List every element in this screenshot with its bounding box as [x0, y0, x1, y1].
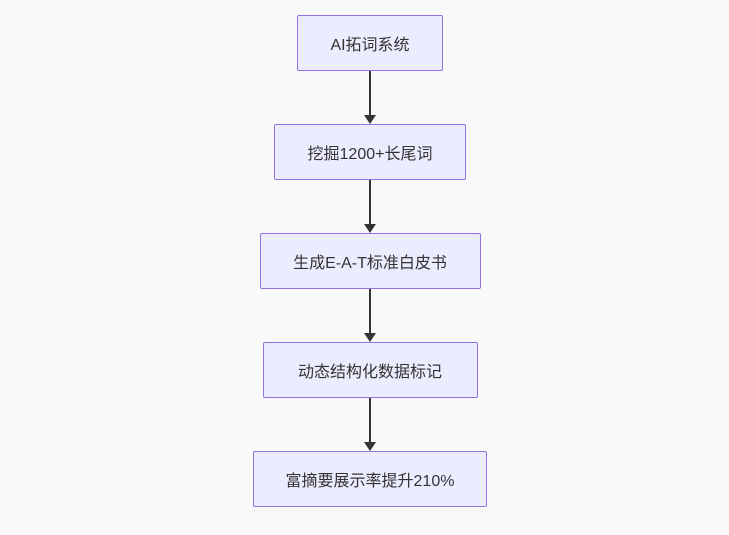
- arrow-down-icon: [364, 442, 376, 451]
- flow-node-structured-data-markup: 动态结构化数据标记: [262, 342, 478, 398]
- arrow-line: [369, 398, 371, 443]
- flow-node-longtail-mining: 挖掘1200+长尾词: [274, 124, 466, 180]
- arrow-line: [369, 289, 371, 334]
- flow-node-eat-whitepaper: 生成E-A-T标准白皮书: [259, 233, 481, 289]
- flow-node-rich-snippet-rate: 富摘要展示率提升210%: [253, 451, 487, 507]
- flow-arrow-2: [363, 180, 377, 233]
- flow-node-label: AI拓词系统: [330, 37, 410, 54]
- flow-arrow-3: [363, 289, 377, 342]
- arrow-line: [369, 71, 371, 116]
- flow-arrow-4: [363, 398, 377, 451]
- arrow-down-icon: [364, 224, 376, 233]
- flowchart: AI拓词系统 挖掘1200+长尾词 生成E-A-T标准白皮书 动态结构化数据标记…: [253, 15, 487, 507]
- flow-node-label: 挖掘1200+长尾词: [307, 146, 433, 163]
- flow-node-label: 生成E-A-T标准白皮书: [293, 255, 447, 272]
- flow-node-label: 富摘要展示率提升210%: [285, 473, 455, 490]
- flow-node-label: 动态结构化数据标记: [297, 364, 442, 381]
- arrow-down-icon: [364, 115, 376, 124]
- flow-arrow-1: [363, 71, 377, 124]
- arrow-down-icon: [364, 333, 376, 342]
- flow-node-ai-keyword-system: AI拓词系统: [297, 15, 443, 71]
- arrow-line: [369, 180, 371, 225]
